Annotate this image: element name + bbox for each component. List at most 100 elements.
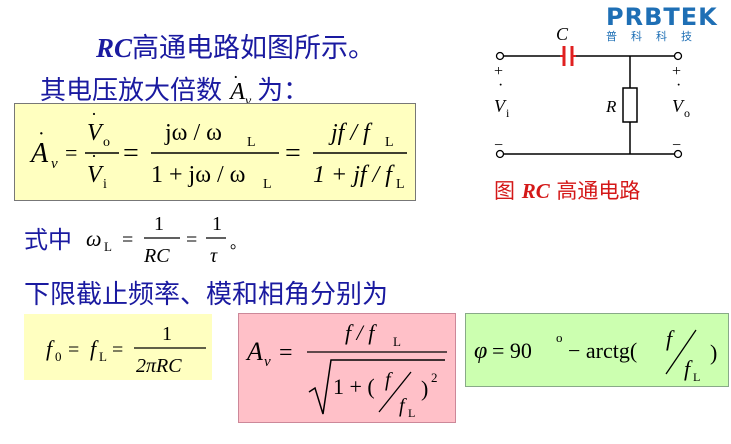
gain-intro-line: 其电压放大倍数 ·Av 为： bbox=[40, 67, 310, 110]
output-terminal-top bbox=[673, 51, 683, 61]
frac2-den: 1 + jω / ω bbox=[151, 162, 245, 188]
omega-frac2-den: τ bbox=[210, 245, 218, 267]
caption-suffix: 高通电路 bbox=[556, 179, 641, 203]
eq-equals-2: = bbox=[123, 138, 139, 169]
omega-frac1-num: 1 bbox=[154, 213, 164, 235]
mag-eq: = bbox=[279, 340, 293, 366]
title-rc: RC bbox=[96, 33, 133, 63]
cutoff-equation: f 0 = f L = 1 2πRC bbox=[46, 323, 206, 377]
output-terminal-bottom bbox=[673, 149, 683, 159]
magnitude-equation: A v = f / f L 1 + ( f f L ) 2 bbox=[245, 320, 447, 420]
input-sub: i bbox=[506, 106, 510, 120]
frac1-num: V bbox=[87, 120, 104, 146]
cap-label: C bbox=[556, 24, 569, 44]
eq-lhs: A bbox=[29, 138, 49, 169]
gain-symbol: ·Av bbox=[230, 67, 252, 109]
omega-eq2: = bbox=[186, 229, 197, 251]
res-label: R bbox=[605, 97, 617, 116]
frac1-num-sub: o bbox=[103, 135, 110, 150]
frac2-num-sub: L bbox=[247, 135, 256, 150]
input-dot: · bbox=[498, 77, 503, 94]
gain-intro: 其电压放大倍数 bbox=[40, 76, 223, 106]
f0-lhs: f bbox=[46, 336, 55, 361]
frac3-den-sub: L bbox=[396, 177, 405, 192]
mag-sub: v bbox=[264, 354, 271, 370]
mag-lhs: A bbox=[245, 337, 263, 366]
omega-eq1: = bbox=[122, 229, 133, 251]
omega-frac1-den: RC bbox=[143, 245, 170, 267]
where-line: 式中 bbox=[24, 220, 72, 255]
caption-rc: RC bbox=[521, 179, 550, 203]
output-plus: + bbox=[672, 63, 681, 80]
eq-equals-3: = bbox=[285, 138, 301, 169]
phase-box: φ = 90 o − arctg( f f L ) bbox=[465, 313, 729, 387]
gain-equation: A · v = V · o V · i = jω / ω L 1 + jω / … bbox=[29, 104, 407, 192]
phase-deg: o bbox=[556, 330, 563, 345]
phase-equation: φ = 90 o − arctg( f f L ) bbox=[474, 326, 717, 384]
phase-eq: = 90 bbox=[492, 338, 532, 363]
frac1-den-sub: i bbox=[103, 177, 107, 192]
f0-num: 1 bbox=[162, 323, 172, 345]
mag-den-fL: f bbox=[399, 395, 407, 417]
frac1-den: V bbox=[87, 162, 104, 188]
frac3-num-sub: L bbox=[385, 135, 394, 150]
phase-f: f bbox=[666, 326, 675, 351]
output-label: V bbox=[672, 96, 685, 116]
fL: f bbox=[90, 336, 99, 361]
omega-lhs: ω bbox=[86, 226, 102, 251]
mag-sqrt bbox=[308, 359, 445, 415]
mag-num-sub: L bbox=[393, 334, 401, 349]
phase-rest: − arctg( bbox=[568, 338, 637, 363]
logo-brand: PRBTEK bbox=[606, 3, 718, 31]
phase-slash bbox=[665, 329, 697, 375]
frac2-den-sub: L bbox=[263, 177, 272, 192]
f0-sub: 0 bbox=[55, 349, 62, 364]
mag-den-slash bbox=[378, 371, 412, 413]
phase-close: ) bbox=[710, 340, 717, 365]
rc-highpass-circuit: C R + + − − · V i · V o bbox=[494, 24, 690, 159]
frac2-num: jω / ω bbox=[164, 120, 222, 146]
input-terminal-bottom bbox=[495, 149, 505, 159]
output-dot: · bbox=[676, 77, 681, 94]
eq-lhs-dot: · bbox=[38, 123, 45, 145]
frac1-den-dot: · bbox=[91, 146, 97, 166]
mag-den-f: f bbox=[385, 369, 393, 391]
frac3-den: 1 + jf / f bbox=[313, 162, 395, 188]
mag-den-close: ) bbox=[421, 376, 428, 401]
f0-den: 2πRC bbox=[136, 355, 182, 377]
omega-end: 。 bbox=[230, 235, 246, 252]
mag-num: f / f bbox=[345, 320, 377, 345]
gain-equation-box: A · v = V · o V · i = jω / ω L 1 + jω / … bbox=[14, 103, 416, 201]
input-minus: − bbox=[494, 137, 503, 154]
brand-logo: PRBTEK 普科科技 bbox=[606, 3, 718, 44]
omega-frac2-num: 1 bbox=[212, 213, 222, 235]
input-label: V bbox=[494, 96, 507, 116]
fL-sub: L bbox=[99, 349, 107, 364]
phase-fL-sub: L bbox=[693, 370, 700, 384]
title-text: 高通电路如图所示。 bbox=[132, 33, 376, 64]
circuit-caption: 图 RC 高通电路 bbox=[494, 175, 640, 205]
input-plus: + bbox=[494, 63, 503, 80]
logo-tagline: 普科科技 bbox=[606, 30, 706, 43]
output-minus: − bbox=[672, 137, 681, 154]
frac1-num-dot: · bbox=[91, 104, 97, 124]
gain-suffix: 为： bbox=[257, 76, 310, 106]
eq-equals-1: = bbox=[65, 140, 77, 165]
frac3-num: jf / f bbox=[328, 120, 373, 146]
mag-den-one: 1 + ( bbox=[333, 374, 375, 399]
mag-den-exp: 2 bbox=[431, 370, 438, 385]
f0-eq1: = bbox=[68, 339, 79, 361]
input-terminal-top bbox=[495, 51, 505, 61]
f0-eq2: = bbox=[112, 339, 123, 361]
magnitude-box: A v = f / f L 1 + ( f f L ) 2 bbox=[238, 313, 456, 423]
omega-sub: L bbox=[104, 239, 112, 254]
resistor bbox=[622, 87, 638, 123]
cutoff-frequency-box: f 0 = f L = 1 2πRC bbox=[24, 314, 212, 380]
caption-prefix: 图 bbox=[494, 179, 515, 203]
mag-den-fL-sub: L bbox=[408, 406, 415, 420]
phase-fL: f bbox=[684, 356, 693, 381]
omega-equation: ω L = 1 RC = 1 τ 。 bbox=[86, 213, 246, 267]
phase-lhs: φ bbox=[474, 338, 487, 364]
slide-title: RC高通电路如图所示。 bbox=[96, 26, 375, 65]
section-heading: 下限截止频率、模和相角分别为 bbox=[24, 280, 389, 310]
